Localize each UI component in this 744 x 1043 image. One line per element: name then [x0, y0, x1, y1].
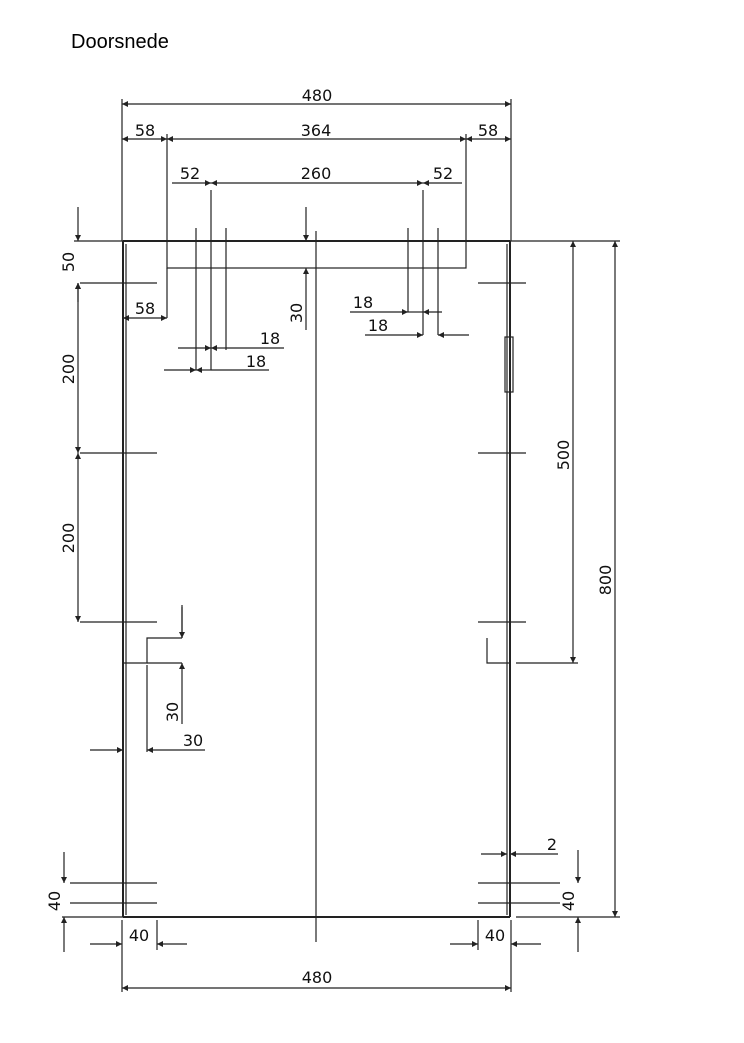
dim-bottom-total: 480: [302, 968, 333, 987]
dim-top-right-margin: 58: [478, 121, 498, 140]
dim-inner-middle: 260: [301, 164, 332, 183]
dim-left-200a: 200: [59, 354, 78, 385]
dim-bottom-right-40: 40: [485, 926, 505, 945]
dim-top-total: 480: [302, 86, 333, 105]
dim-left-200b: 200: [59, 523, 78, 554]
dim-left-58: 58: [135, 299, 155, 318]
dim-left-40-vertical: 40: [45, 891, 64, 911]
dim-right-500: 500: [554, 440, 573, 471]
dim-left-50: 50: [59, 252, 78, 272]
dim-gap-2: 2: [547, 835, 557, 854]
dim-notch-30-vertical: 30: [163, 702, 182, 722]
dim-left-18a: 18: [260, 329, 280, 348]
dim-top-middle: 364: [301, 121, 332, 140]
dimension-lines: [61, 101, 618, 991]
dim-bottom-left-40: 40: [129, 926, 149, 945]
dim-left-18b: 18: [246, 352, 266, 371]
cabinet-outline: [70, 190, 560, 942]
dim-center-30: 30: [287, 303, 306, 323]
dim-notch-30-horizontal: 30: [183, 731, 203, 750]
drawing-title: Doorsnede: [71, 31, 169, 53]
extension-lines: [62, 99, 620, 992]
dim-right-40-vertical: 40: [559, 891, 578, 911]
dim-inner-right: 52: [433, 164, 453, 183]
dim-right-800: 800: [596, 565, 615, 596]
dim-top-left-margin: 58: [135, 121, 155, 140]
dim-inner-left: 52: [180, 164, 200, 183]
dimension-labels: 480 58 364 58 52 260 52 50 58 30 18 18 1…: [45, 86, 615, 987]
dim-right-18a: 18: [353, 293, 373, 312]
dim-right-18b: 18: [368, 316, 388, 335]
